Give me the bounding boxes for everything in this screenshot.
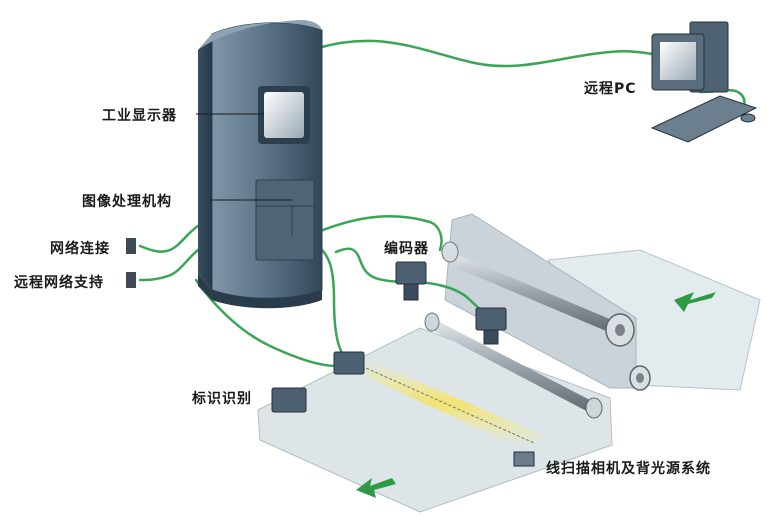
- label-line-scan-camera-backlight: 线扫描相机及背光源系统: [546, 461, 711, 477]
- cabinet-base: [198, 274, 322, 309]
- pc-screen: [660, 42, 696, 80]
- label-industrial-display: 工业显示器: [102, 108, 177, 124]
- encoder-device: [395, 261, 427, 301]
- outgoing-arrow-icon: [674, 292, 716, 312]
- network-port-1: [126, 238, 136, 254]
- cable-to-camera-bottom: [194, 278, 338, 368]
- industrial-pc-cabinet: [198, 20, 323, 309]
- leader-lines: [196, 113, 292, 201]
- direction-arrows: [356, 292, 716, 498]
- cable-remote-support: [138, 248, 200, 282]
- middle-roller: [424, 312, 603, 419]
- cables: [138, 39, 746, 368]
- incoming-arrow-icon: [356, 478, 396, 498]
- label-encoder: 编码器: [384, 241, 429, 257]
- cabinet-side: [198, 34, 212, 290]
- cabinet-top: [198, 20, 322, 50]
- line-scan-camera: [475, 307, 507, 345]
- bottom-roller: [629, 365, 651, 391]
- mark-reader-device: [271, 387, 307, 413]
- pc-mouse: [740, 113, 756, 123]
- remote-pc: [650, 21, 758, 143]
- scan-line: [347, 359, 535, 444]
- image-processor-unit: [255, 179, 315, 261]
- label-mark-recognition: 标识识别: [192, 391, 252, 407]
- rollers: [424, 241, 651, 419]
- industrial-display: [258, 86, 310, 144]
- cable-to-encoder: [316, 215, 443, 252]
- backlight-unit: [513, 451, 535, 467]
- cable-network: [138, 224, 200, 253]
- top-roller: [441, 241, 635, 347]
- network-port-2: [126, 272, 136, 288]
- network-ports: [126, 238, 136, 288]
- cable-to-mark-sensor: [316, 244, 346, 358]
- mark-recognition-sensor: [333, 351, 365, 375]
- label-network-connection: 网络连接: [50, 241, 110, 257]
- label-remote-network-support: 远程网络支持: [14, 275, 104, 291]
- label-image-processor: 图像处理机构: [82, 194, 172, 210]
- pc-keyboard: [650, 95, 758, 143]
- cable-to-remote-pc: [316, 39, 654, 68]
- label-remote-pc: 远程PC: [584, 81, 637, 97]
